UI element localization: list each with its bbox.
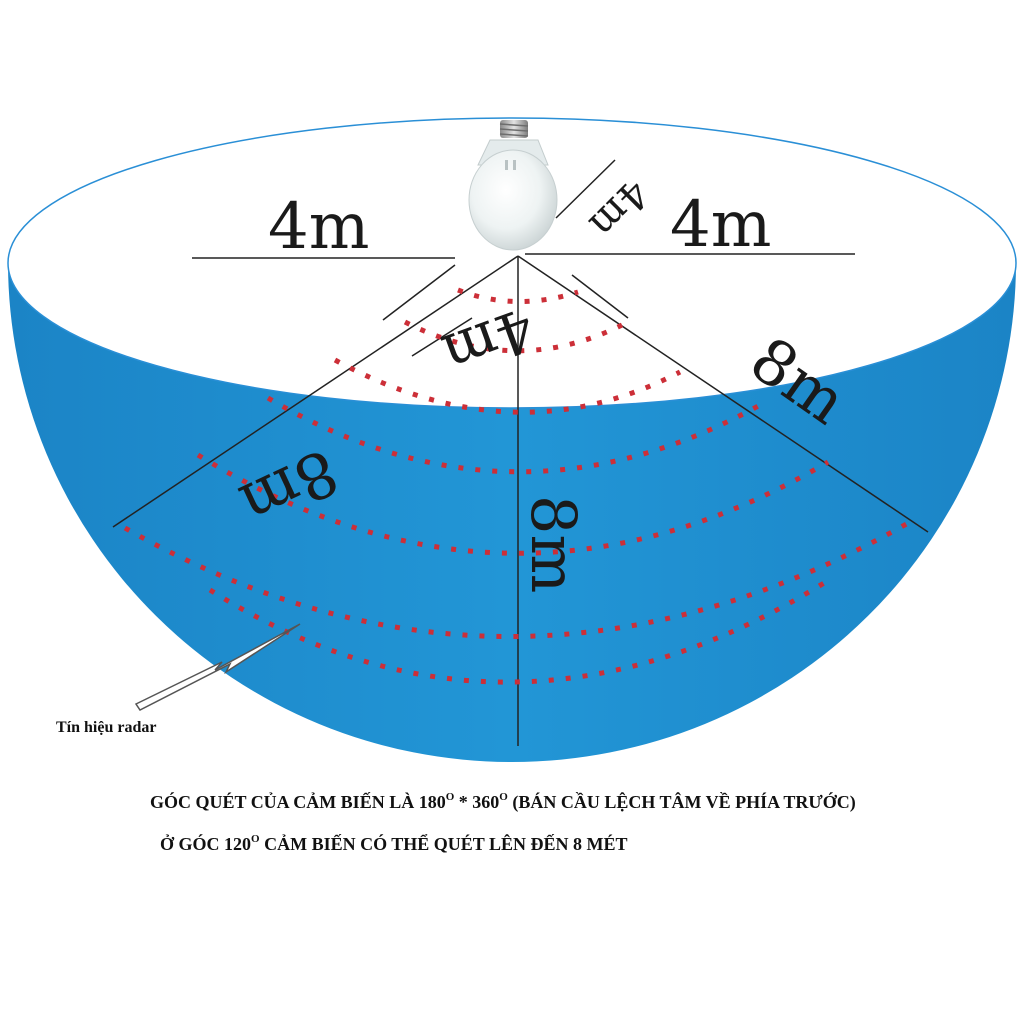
left-radius-line <box>112 255 519 528</box>
right-radius-line <box>517 255 929 533</box>
light-bulb-icon <box>468 120 558 251</box>
radar-arc <box>123 519 912 639</box>
inner-left-line <box>382 264 456 321</box>
caption-line-2: Ở GÓC 120O CẢM BIẾN CÓ THỂ QUÉT LÊN ĐẾN … <box>160 833 627 854</box>
hemisphere-rim <box>7 117 1017 409</box>
inner-4m-guide <box>411 317 473 357</box>
center-radius-label: 8m <box>517 495 590 593</box>
radar-signal-label: Tín hiệu radar <box>56 719 156 736</box>
left-horizontal-label: 4m <box>268 190 369 264</box>
radar-arc <box>333 357 682 415</box>
bulb-diagonal-line <box>555 159 616 219</box>
inner-right-line <box>571 274 629 319</box>
radar-arc <box>266 395 762 475</box>
arrow-pointer-icon <box>134 623 301 711</box>
radar-signal-arcs <box>123 287 912 685</box>
right-horizontal-label: 4m <box>670 188 771 262</box>
caption-line-1: GÓC QUÉT CỦA CẢM BIẾN LÀ 180O * 360O (BÁ… <box>150 791 856 813</box>
radar-arc <box>208 575 834 685</box>
radar-arc <box>196 452 830 556</box>
